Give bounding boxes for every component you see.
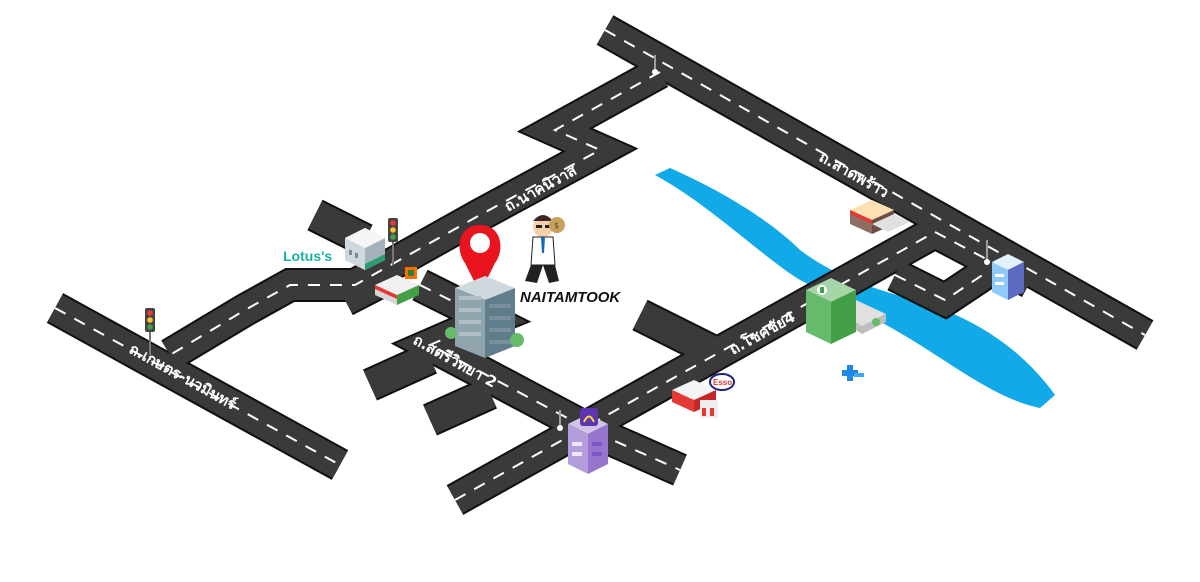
bank-building-icon [568, 408, 608, 474]
convenience-store-icon [375, 267, 419, 305]
medical-cross-icon [842, 365, 864, 381]
mascot-character-icon: $ [525, 215, 565, 283]
traffic-light-icon [145, 308, 155, 355]
esso-logo-text: Esso [713, 378, 732, 387]
intersection-marker-icon [557, 55, 990, 431]
brand-name-label: NAITAMTOOK [520, 289, 621, 306]
gas-station-icon [672, 380, 718, 418]
apartment-building-icon [992, 254, 1024, 300]
restaurant-building-icon [850, 200, 910, 234]
location-pin-icon [459, 225, 501, 293]
traffic-light-icon [388, 218, 398, 265]
hospital-building-icon [806, 278, 886, 344]
esso-logo-icon: Esso [709, 373, 735, 391]
lotus-building-icon [345, 228, 385, 270]
roads [46, 15, 1154, 515]
lotus-logo-text: Lotus's [283, 248, 332, 264]
office-building-icon [445, 276, 524, 358]
svg-text:$: $ [554, 221, 559, 230]
